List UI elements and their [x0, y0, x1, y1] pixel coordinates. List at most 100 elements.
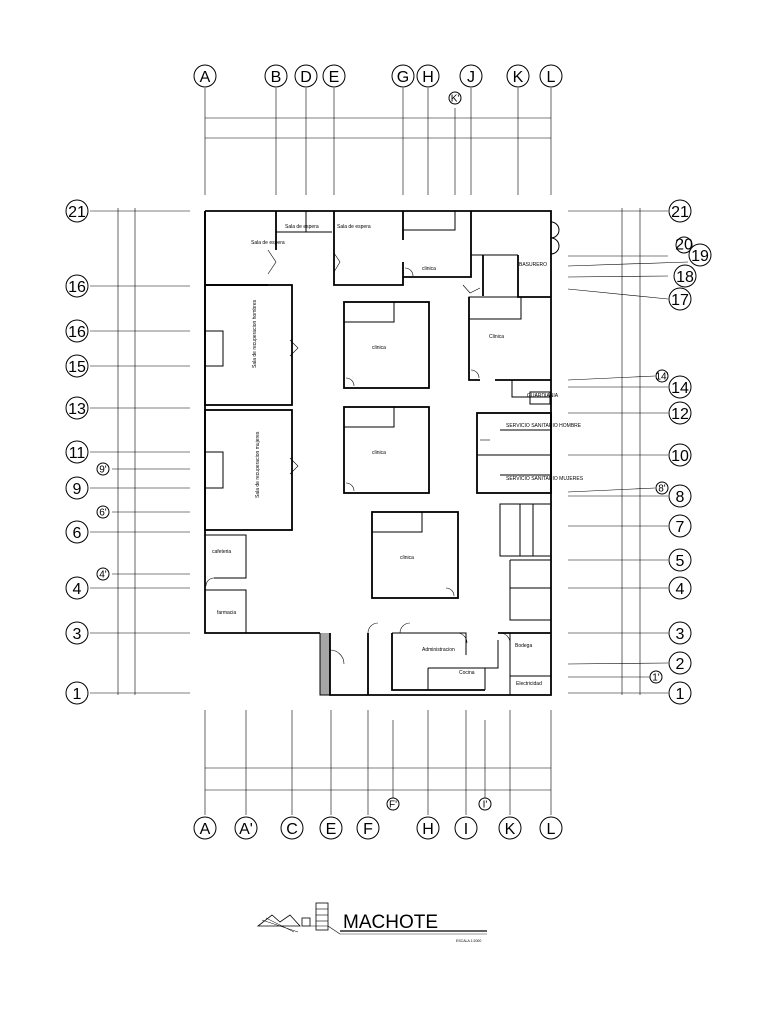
- svg-text:1': 1': [652, 673, 660, 684]
- axis-bubble-small: 4': [96, 567, 110, 581]
- axis-bubble: A': [234, 816, 258, 840]
- axis-bubble: 18: [673, 264, 697, 288]
- svg-text:I: I: [464, 821, 468, 838]
- room-cafeteria: cafeteria: [212, 549, 231, 555]
- svg-text:10: 10: [671, 448, 689, 465]
- axis-bubbles-right: 21 20 19 18 17 14' 14 12 10 8' 8 7 5 4 3…: [649, 199, 712, 705]
- axis-bubble-small: 1': [649, 670, 663, 684]
- axis-bubble-small: F': [386, 797, 400, 811]
- svg-text:J: J: [467, 69, 475, 86]
- axis-bubble: D: [294, 64, 318, 88]
- svg-text:4: 4: [676, 581, 685, 598]
- svg-text:14: 14: [671, 380, 689, 397]
- axis-bubble: E: [322, 64, 346, 88]
- svg-text:15: 15: [68, 359, 86, 376]
- svg-text:A: A: [200, 69, 211, 86]
- room-clinica-top: clinica: [422, 266, 436, 272]
- room-sshh-hombres: SERVICIO SANITARIO HOMBRE: [506, 423, 582, 429]
- svg-text:L: L: [547, 69, 556, 86]
- svg-text:9: 9: [73, 481, 82, 498]
- svg-text:13: 13: [68, 401, 86, 418]
- room-clinica-c3: clinica: [400, 555, 414, 561]
- svg-text:16: 16: [68, 279, 86, 296]
- axis-bubble: 3: [668, 621, 692, 645]
- svg-text:1: 1: [676, 686, 685, 703]
- axis-bubble: K: [506, 64, 530, 88]
- axis-bubble: 14: [668, 375, 692, 399]
- svg-text:2: 2: [676, 656, 685, 673]
- axis-bubbles-left: 21 16 16 15 13 11 9' 9 6' 6 4' 4 3 1: [65, 199, 110, 705]
- svg-text:A: A: [200, 821, 211, 838]
- svg-text:6: 6: [73, 525, 82, 542]
- svg-text:11: 11: [69, 445, 86, 462]
- axis-bubble: 9: [65, 476, 89, 500]
- axis-bubble: I: [454, 816, 478, 840]
- room-clinica-right: Clinica: [489, 334, 504, 340]
- axis-bubble: 21: [668, 199, 692, 223]
- axis-bubble: L: [539, 816, 563, 840]
- room-sala-espera-3: Sala de espera: [337, 224, 371, 230]
- room-basurero: BASURERO: [519, 262, 547, 268]
- axis-bubble: C: [280, 816, 304, 840]
- grid-lines: [90, 88, 689, 815]
- axis-bubble: 17: [668, 287, 692, 311]
- axis-bubble: L: [539, 64, 563, 88]
- axis-bubble: E: [319, 816, 343, 840]
- axis-bubble: 3: [65, 621, 89, 645]
- svg-text:6': 6': [99, 508, 107, 519]
- axis-bubble: 16: [65, 319, 89, 343]
- axis-bubble: J: [459, 64, 483, 88]
- svg-text:7: 7: [676, 519, 685, 536]
- axis-bubble: G: [391, 64, 415, 88]
- room-recuperacion-hombres: Sala de recuperacion hombres: [252, 299, 258, 368]
- axis-bubble: 4: [668, 576, 692, 600]
- svg-text:1: 1: [73, 686, 82, 703]
- axis-bubble: 21: [65, 199, 89, 223]
- svg-text:21: 21: [68, 204, 86, 221]
- svg-text:I': I': [483, 800, 488, 811]
- svg-text:H: H: [422, 821, 434, 838]
- svg-text:F: F: [363, 821, 373, 838]
- axis-bubble-small: 8': [655, 481, 669, 495]
- room-sala-espera-2: Sala de espera: [285, 224, 319, 230]
- svg-text:K: K: [505, 821, 516, 838]
- svg-text:20: 20: [675, 237, 693, 254]
- axis-bubble: A: [193, 816, 217, 840]
- svg-text:E: E: [329, 69, 340, 86]
- axis-bubble: 4: [65, 576, 89, 600]
- room-cocina: Cocina: [459, 670, 475, 676]
- axis-bubble: 7: [668, 514, 692, 538]
- axis-bubbles-bottom: A A' C E F H I K L F' I': [193, 797, 563, 840]
- svg-text:14': 14': [655, 372, 668, 383]
- svg-text:L: L: [547, 821, 556, 838]
- axis-bubble-small: 6': [96, 505, 110, 519]
- svg-text:E: E: [326, 821, 337, 838]
- svg-text:A': A': [239, 821, 253, 838]
- axis-bubble: 10: [668, 443, 692, 467]
- svg-text:B: B: [271, 69, 282, 86]
- axis-bubble-small: 9': [96, 462, 110, 476]
- logo: [256, 902, 341, 935]
- svg-text:H: H: [422, 69, 434, 86]
- room-sshh-mujeres: SERVICIO SANITARIO MUJERES: [506, 476, 584, 482]
- room-farmacia: farmacia: [217, 610, 236, 616]
- axis-bubble: K: [498, 816, 522, 840]
- svg-text:F': F': [389, 800, 397, 811]
- axis-bubble: 20: [675, 236, 693, 254]
- axis-bubbles-top: A B D E G H J K L K': [193, 64, 563, 105]
- axis-bubble: 1: [668, 681, 692, 705]
- room-guardiania: GUARDIANIA: [527, 393, 559, 399]
- axis-bubble: 5: [668, 548, 692, 572]
- plan-scale: ESCALA 1:2000: [456, 939, 481, 943]
- svg-text:3: 3: [73, 626, 82, 643]
- title-block: MACHOTE ESCALA 1:2000: [256, 902, 487, 943]
- svg-text:5: 5: [676, 553, 685, 570]
- axis-bubble-small: 14': [655, 369, 669, 383]
- svg-text:C: C: [286, 821, 298, 838]
- svg-text:8': 8': [658, 484, 666, 495]
- axis-bubble: 1: [65, 681, 89, 705]
- svg-text:18: 18: [676, 269, 694, 286]
- axis-bubble: 15: [65, 354, 89, 378]
- room-sala-espera-1: Sala de espera: [251, 240, 285, 246]
